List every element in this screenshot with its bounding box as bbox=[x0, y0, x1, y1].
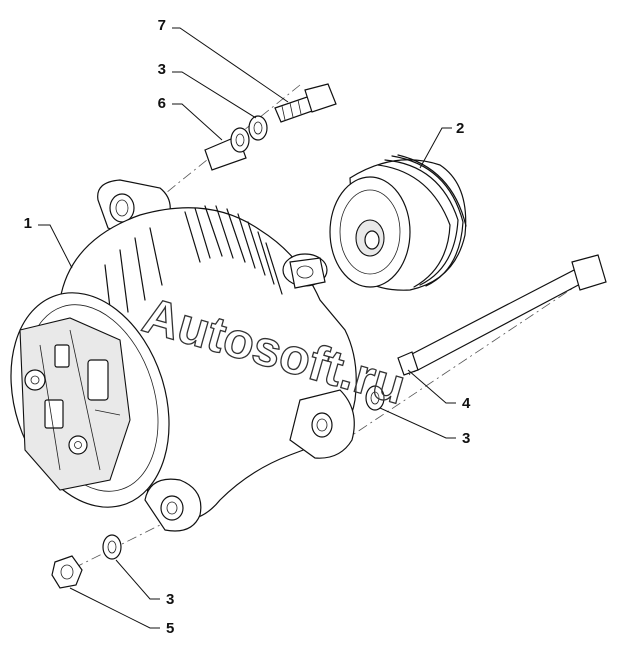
leader-lines bbox=[38, 27, 456, 629]
long-bolt-4 bbox=[397, 254, 607, 376]
washer-3-upper bbox=[248, 115, 268, 141]
callout-3-top: 3 bbox=[158, 61, 166, 78]
callout-6: 6 bbox=[158, 95, 166, 112]
rear-terminal-plate bbox=[19, 317, 131, 491]
callout-1: 1 bbox=[24, 215, 32, 232]
callout-7: 7 bbox=[158, 17, 166, 34]
stator-fins bbox=[104, 205, 283, 326]
bushing-6 bbox=[204, 127, 250, 171]
pulley bbox=[329, 154, 467, 291]
callout-2: 2 bbox=[456, 120, 464, 137]
bolt-7 bbox=[274, 83, 337, 123]
callout-3-bottom: 3 bbox=[166, 591, 174, 608]
front-shaft-nut bbox=[282, 253, 328, 289]
alternator-body bbox=[10, 179, 357, 532]
callout-5: 5 bbox=[166, 620, 174, 637]
callout-4: 4 bbox=[462, 395, 471, 412]
callout-labels: 7 3 6 2 1 4 3 3 5 bbox=[24, 17, 471, 637]
nut-5 bbox=[51, 555, 83, 589]
callout-3-right: 3 bbox=[462, 430, 470, 447]
washer-3-right bbox=[365, 385, 385, 411]
washer-3-lower bbox=[102, 534, 122, 560]
